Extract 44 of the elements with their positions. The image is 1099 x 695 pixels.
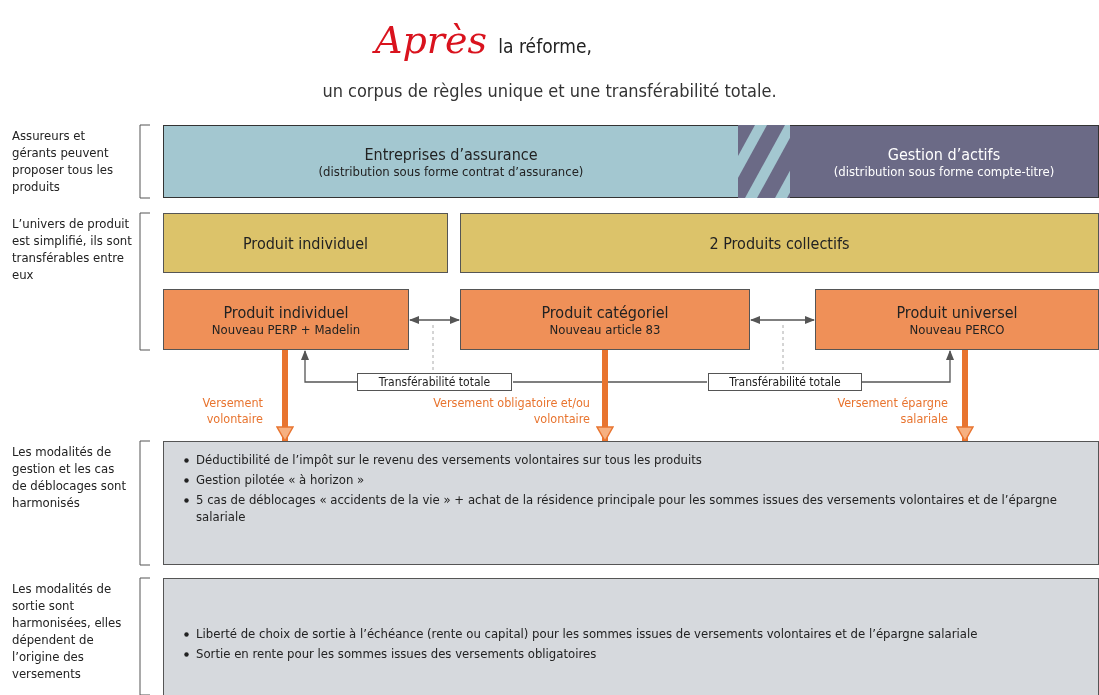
product-box <box>815 289 1099 350</box>
subtitle-text: (distribution sous forme contrat d’assurance) <box>318 163 584 179</box>
arrow <box>956 350 974 442</box>
row-label: Les modalités de gestion et les cas de déblocages sont harmonisés <box>12 443 128 511</box>
arrow <box>409 316 460 324</box>
heading-text: Transférabilité totale <box>378 375 491 389</box>
heading-text: Produit universel <box>896 302 1018 322</box>
category-box <box>460 213 1099 273</box>
connector-line <box>512 381 708 383</box>
heading-text: Gestion d’actifs <box>887 144 1001 164</box>
arrow <box>750 316 815 324</box>
info-panel <box>163 578 1099 695</box>
label-box <box>708 373 862 391</box>
row-label: L’univers de produit est simplifié, ils sont transférables entre eux <box>12 215 132 283</box>
row-label: Les modalités de sortie sont harmonisées, elles dépendent de l’origine des versements <box>12 580 123 682</box>
heading-text: Transférabilité totale <box>729 375 841 389</box>
heading-text: Entreprises d’assurance <box>364 144 538 164</box>
edge-label: Versement obligatoire et/ou volontaire <box>432 395 590 427</box>
arrow <box>861 350 954 383</box>
bullet-text: Déductibilité de l’impôt sur le revenu des versements volontaires sur tous les produits <box>196 452 702 467</box>
heading-text: 2 Produits collectifs <box>709 233 850 253</box>
heading-text: Produit individuel <box>242 233 369 253</box>
arrow <box>301 350 358 383</box>
bullet-text: Gestion pilotée « à horizon » <box>196 472 365 487</box>
heading-text: Produit individuel <box>223 302 349 322</box>
edge-label: Versement volontaire <box>201 395 263 427</box>
subtitle-text: Nouveau article 83 <box>549 321 661 337</box>
label-box <box>357 373 512 391</box>
arrow <box>596 350 614 442</box>
bullet-text: 5 cas de déblocages « accidents de la vie » + achat de la résidence principale pour les sommes issues des versements volontaires et de l’épargne salariale <box>196 492 1057 524</box>
product-box <box>460 289 750 350</box>
product-box <box>163 289 409 350</box>
subtitle-text: (distribution sous forme compte-titre) <box>833 163 1055 179</box>
category-box <box>163 213 448 273</box>
bullet-text: Liberté de choix de sortie à l’échéance (rente ou capital) pour les sommes issues de versements volontaires et de l’épargne salariale <box>196 625 978 641</box>
row-label: Assureurs et gérants peuvent proposer tous les produits <box>12 127 114 195</box>
edge-label: Versement épargne salariale <box>836 395 948 427</box>
heading-text: Produit catégoriel <box>541 302 669 322</box>
subtitle-text: Nouveau PERP + Madelin <box>211 321 361 337</box>
subtitle-text: Nouveau PERCO <box>909 321 1005 337</box>
bullet-text: Sortie en rente pour les sommes issues des versements obligatoires <box>196 645 597 661</box>
subtitle: un corpus de règles unique et une transférabilité totale. <box>321 80 778 101</box>
info-panel <box>163 441 1099 565</box>
arrow <box>276 350 294 442</box>
